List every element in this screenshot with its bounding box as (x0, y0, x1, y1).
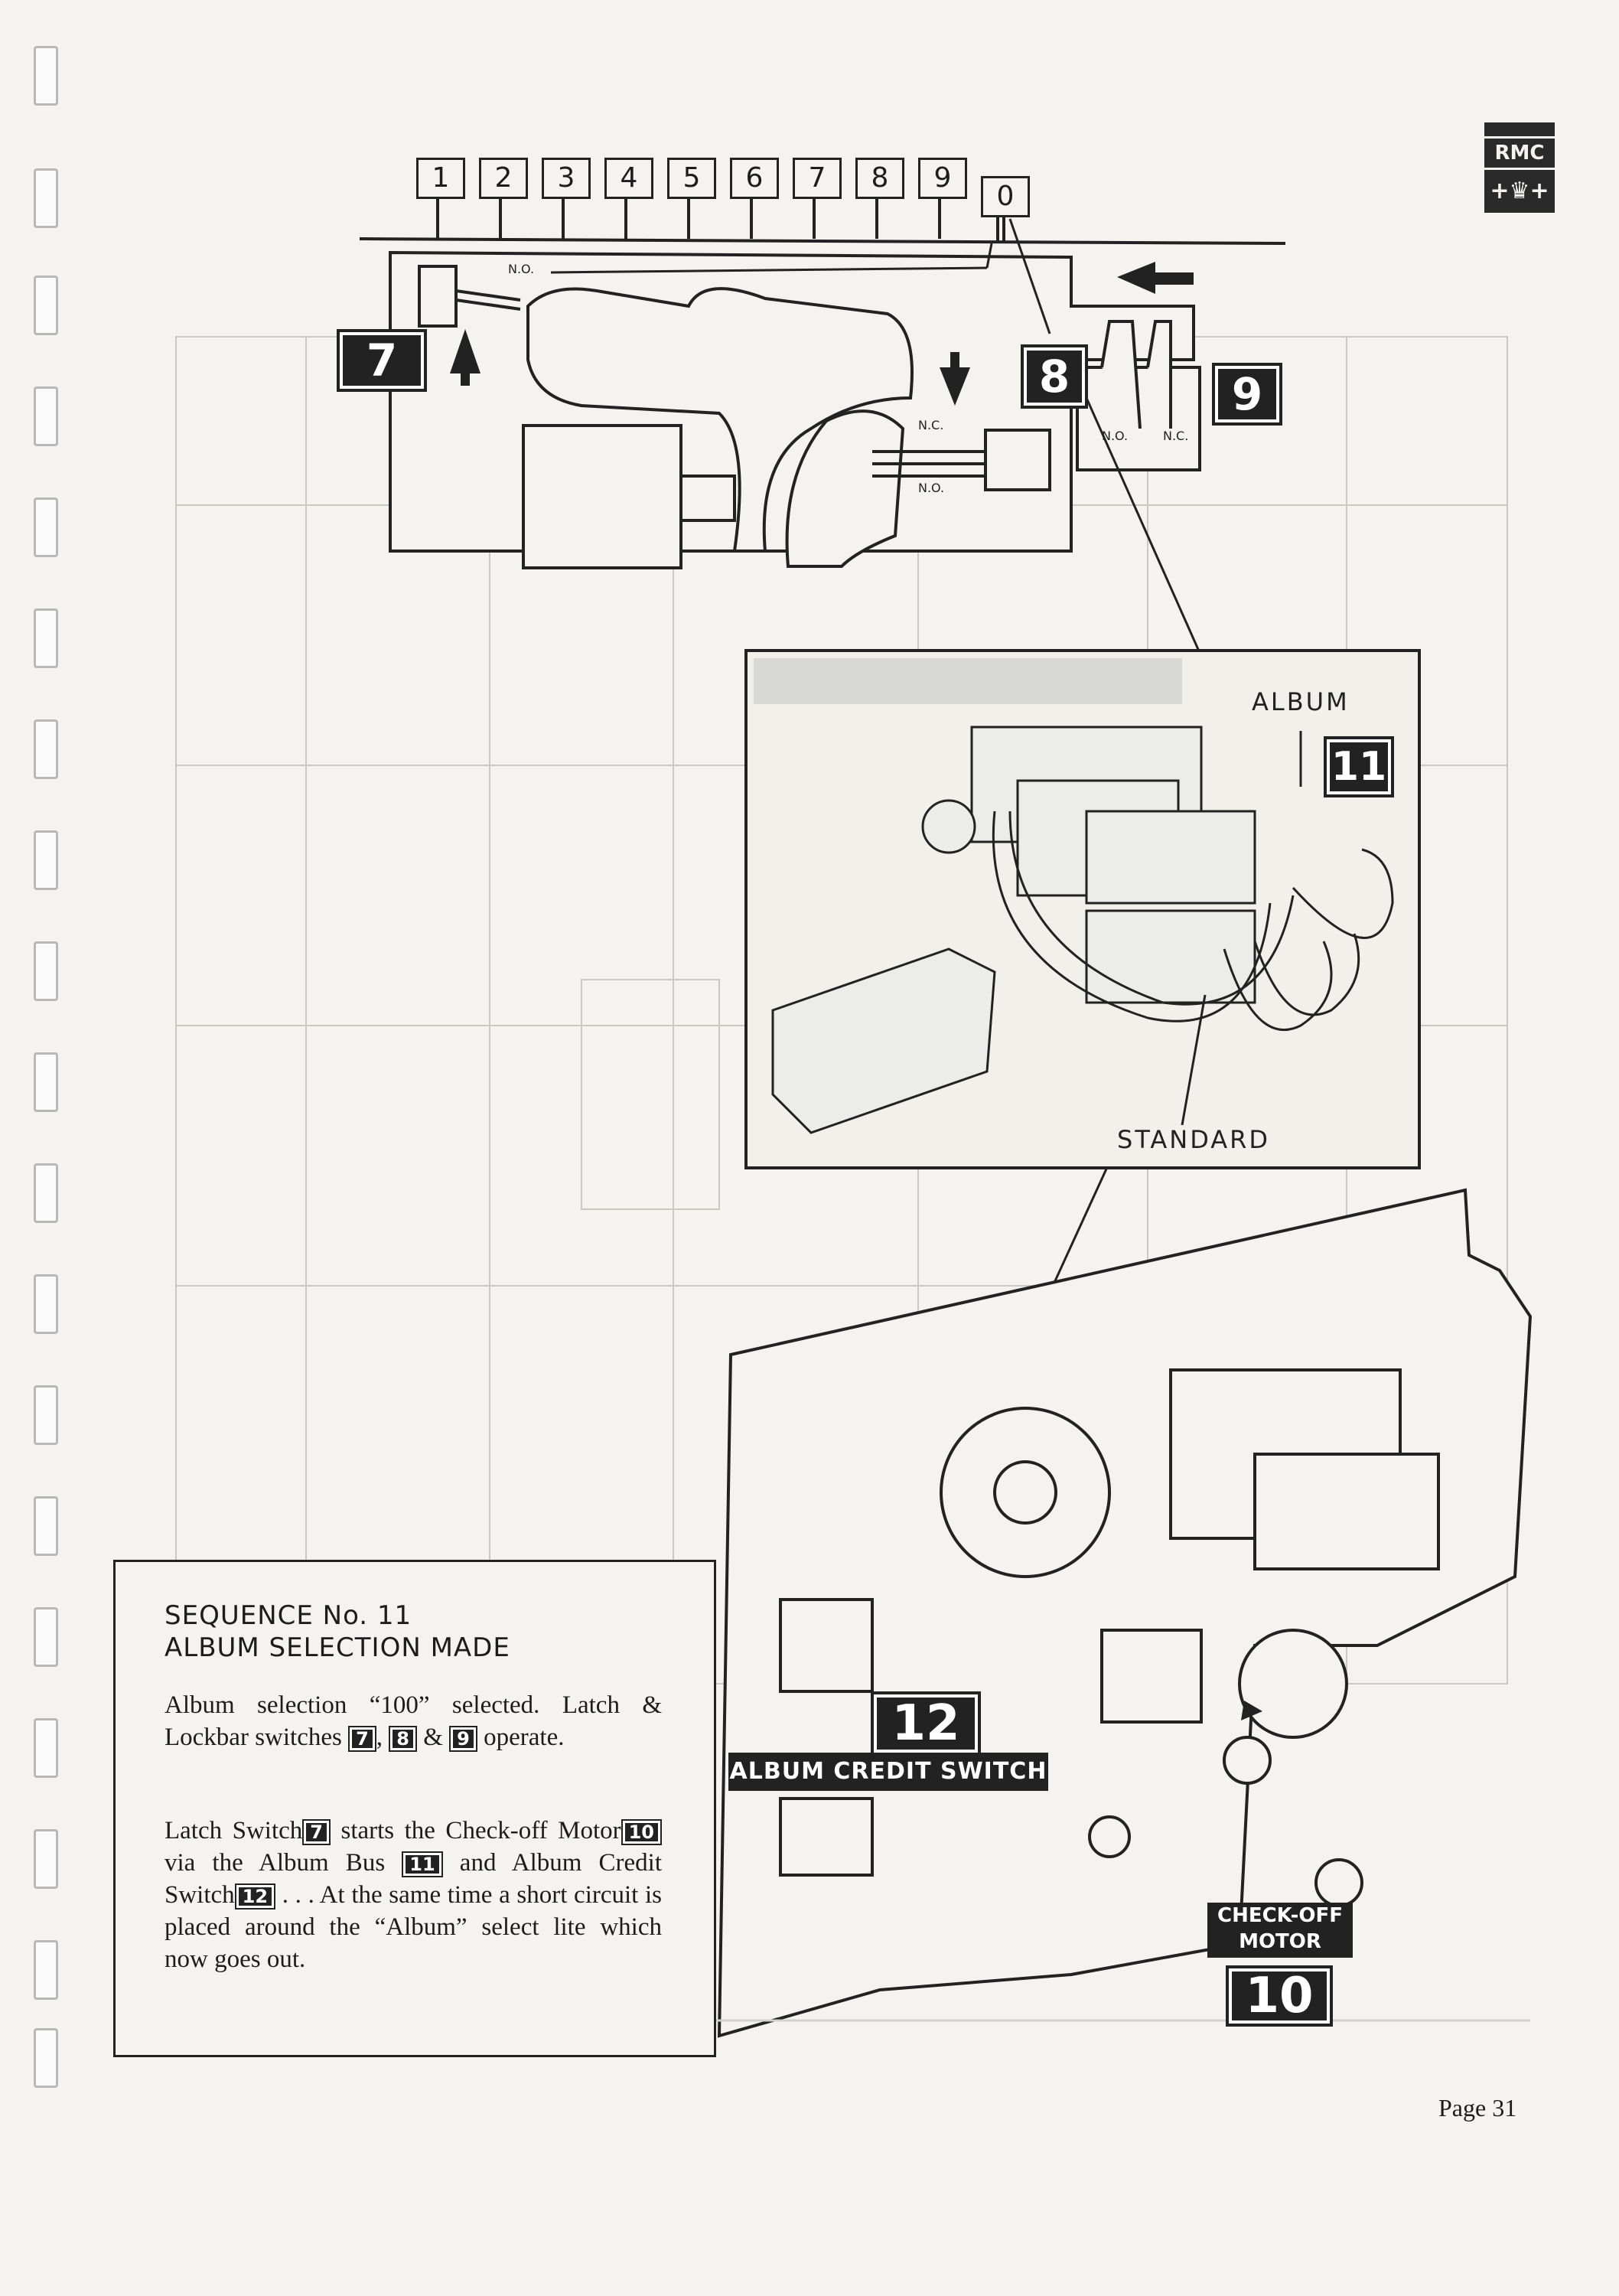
switch-9-body (1076, 366, 1201, 471)
binder-hole (34, 830, 58, 890)
rmc-logo: RMC +♛+ (1484, 122, 1555, 213)
callout-7: 7 (337, 329, 427, 392)
p1-text-a: Album selection “100” selected. Latch & … (165, 1691, 662, 1751)
binder-hole (34, 1052, 58, 1112)
selector-key-3: 3 (542, 158, 591, 199)
standard-label: STANDARD (1117, 1125, 1271, 1154)
album-label: ALBUM (1252, 687, 1350, 716)
inline-badge-11: 11 (402, 1851, 443, 1878)
page-number: Page 31 (1438, 2094, 1517, 2122)
sequence-number-title: SEQUENCE No. 11 (165, 1600, 412, 1631)
inline-badge-7: 7 (348, 1726, 376, 1753)
label-no-lockbar: N.O. (918, 481, 945, 495)
binder-hole (34, 608, 58, 668)
label-no-right: N.O. (1102, 429, 1129, 443)
binder-hole (34, 1163, 58, 1223)
selector-key-4: 4 (604, 158, 653, 199)
motion-arrows (450, 262, 1194, 406)
selector-key-2: 2 (479, 158, 528, 199)
album-credit-switch-label: ALBUM CREDIT SWITCH (728, 1753, 1048, 1791)
check-off-label-line2: MOTOR (1239, 1930, 1321, 1953)
binder-hole (34, 168, 58, 228)
check-off-motor-label: CHECK-OFF MOTOR (1207, 1903, 1353, 1958)
selector-key-5: 5 (667, 158, 716, 199)
sequence-paragraph-1: Album selection “100” selected. Latch & … (165, 1689, 662, 1753)
p2-text-d: and Album Credit Switch (165, 1849, 662, 1909)
binder-hole (34, 2028, 58, 2088)
up-arrow-icon (450, 329, 480, 386)
check-off-motor-assembly (717, 1188, 1533, 2038)
binder-hole (34, 386, 58, 446)
sequence-heading: ALBUM SELECTION MADE (165, 1632, 510, 1663)
binder-hole (34, 276, 58, 335)
p1-sep: , (376, 1724, 383, 1751)
wiring-photo-inset (744, 649, 1421, 1169)
p2-text-c: via the Album Bus (165, 1849, 386, 1877)
binder-hole (34, 1274, 58, 1334)
p1-amp: & (423, 1724, 443, 1751)
label-nc-lockbar: N.C. (918, 418, 944, 432)
selector-key-1: 1 (416, 158, 465, 199)
callout-8: 8 (1021, 344, 1088, 409)
p1-text-b: operate. (484, 1724, 565, 1751)
check-off-label-line1: CHECK-OFF (1217, 1904, 1343, 1927)
sequence-description-box: SEQUENCE No. 11 ALBUM SELECTION MADE Alb… (113, 1560, 716, 2057)
callout-9: 9 (1212, 363, 1282, 426)
binder-hole (34, 1385, 58, 1445)
down-arrow-icon (940, 352, 970, 406)
crown-icon: +♛+ (1490, 178, 1549, 204)
left-arrow-icon (1117, 262, 1194, 294)
p2-text-b: starts the Check-off Motor (340, 1817, 621, 1844)
selector-key-8: 8 (855, 158, 904, 199)
binder-hole (34, 1940, 58, 2000)
binder-hole (34, 941, 58, 1001)
binder-hole (34, 1607, 58, 1667)
label-no-latch: N.O. (508, 262, 535, 276)
binder-hole (34, 1496, 58, 1556)
inline-badge-12: 12 (234, 1883, 276, 1910)
inline-badge-9: 9 (449, 1726, 477, 1753)
callout-11: 11 (1324, 736, 1394, 797)
binder-hole (34, 497, 58, 557)
selector-key-9: 9 (918, 158, 967, 199)
switch-8-body (984, 429, 1051, 491)
p2-text-a: Latch Switch (165, 1817, 303, 1844)
latch-mechanism (389, 250, 1201, 569)
label-nc-right: N.C. (1163, 429, 1189, 443)
key-posts (359, 194, 1286, 245)
arrowheads (1241, 1701, 1262, 1720)
inline-badge-8: 8 (389, 1726, 417, 1753)
callout-12: 12 (871, 1691, 981, 1756)
binder-hole (34, 719, 58, 779)
binder-hole (34, 46, 58, 106)
inline-badge-10: 10 (621, 1819, 663, 1846)
p2-text-e: . . . At the same time a short circuit i… (165, 1881, 663, 1973)
callout-10: 10 (1226, 1965, 1333, 2027)
binder-holes (34, 46, 64, 2112)
selector-key-7: 7 (793, 158, 842, 199)
inline-badge-7b: 7 (302, 1819, 331, 1846)
rmc-logo-text: RMC (1484, 136, 1555, 170)
binder-hole (34, 1718, 58, 1778)
binder-hole (34, 1829, 58, 1889)
selector-key-6: 6 (730, 158, 779, 199)
switch-7-body (418, 265, 458, 328)
selector-key-0: 0 (981, 176, 1030, 217)
